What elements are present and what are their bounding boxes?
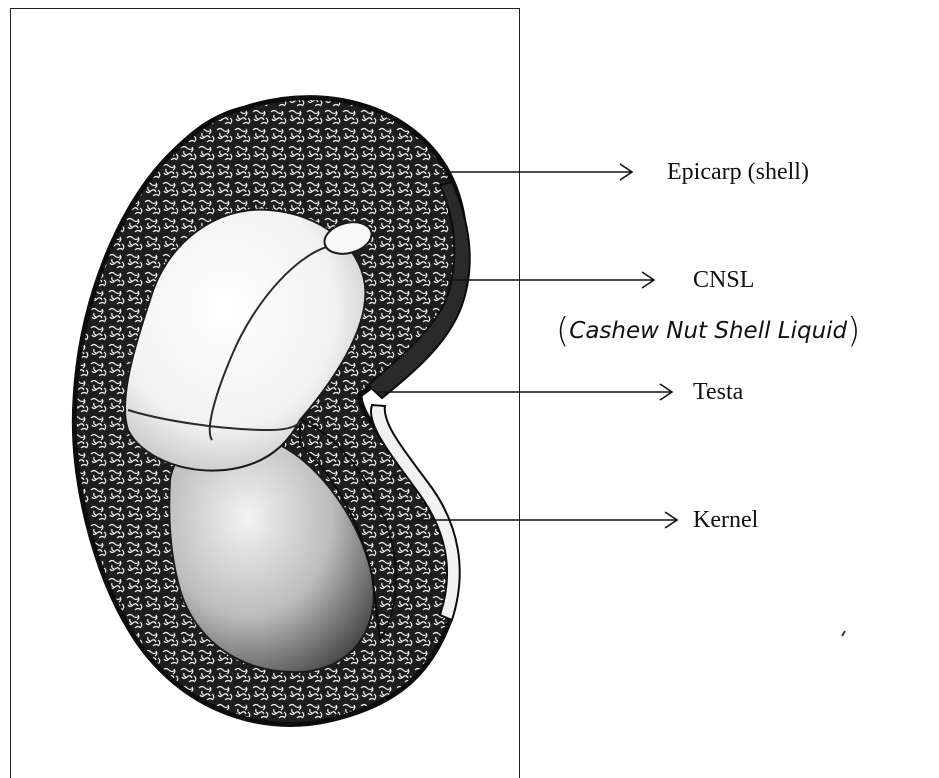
label-testa: Testa [693, 380, 743, 404]
label-cnsl: CNSL [693, 268, 754, 292]
label-kernel: Kernel [693, 508, 758, 532]
leader-testa [378, 384, 672, 400]
label-cnsl-full: (Cashew Nut Shell Liquid) [556, 314, 860, 348]
paren-close: ) [847, 311, 860, 351]
stray-mark [842, 631, 845, 636]
paren-open: ( [556, 311, 569, 351]
leader-cnsl [442, 272, 654, 288]
leader-epicarp [438, 164, 632, 180]
label-epicarp: Epicarp (shell) [667, 160, 809, 184]
leader-kernel [415, 512, 677, 528]
cnsl-full-text: Cashew Nut Shell Liquid [569, 318, 847, 344]
